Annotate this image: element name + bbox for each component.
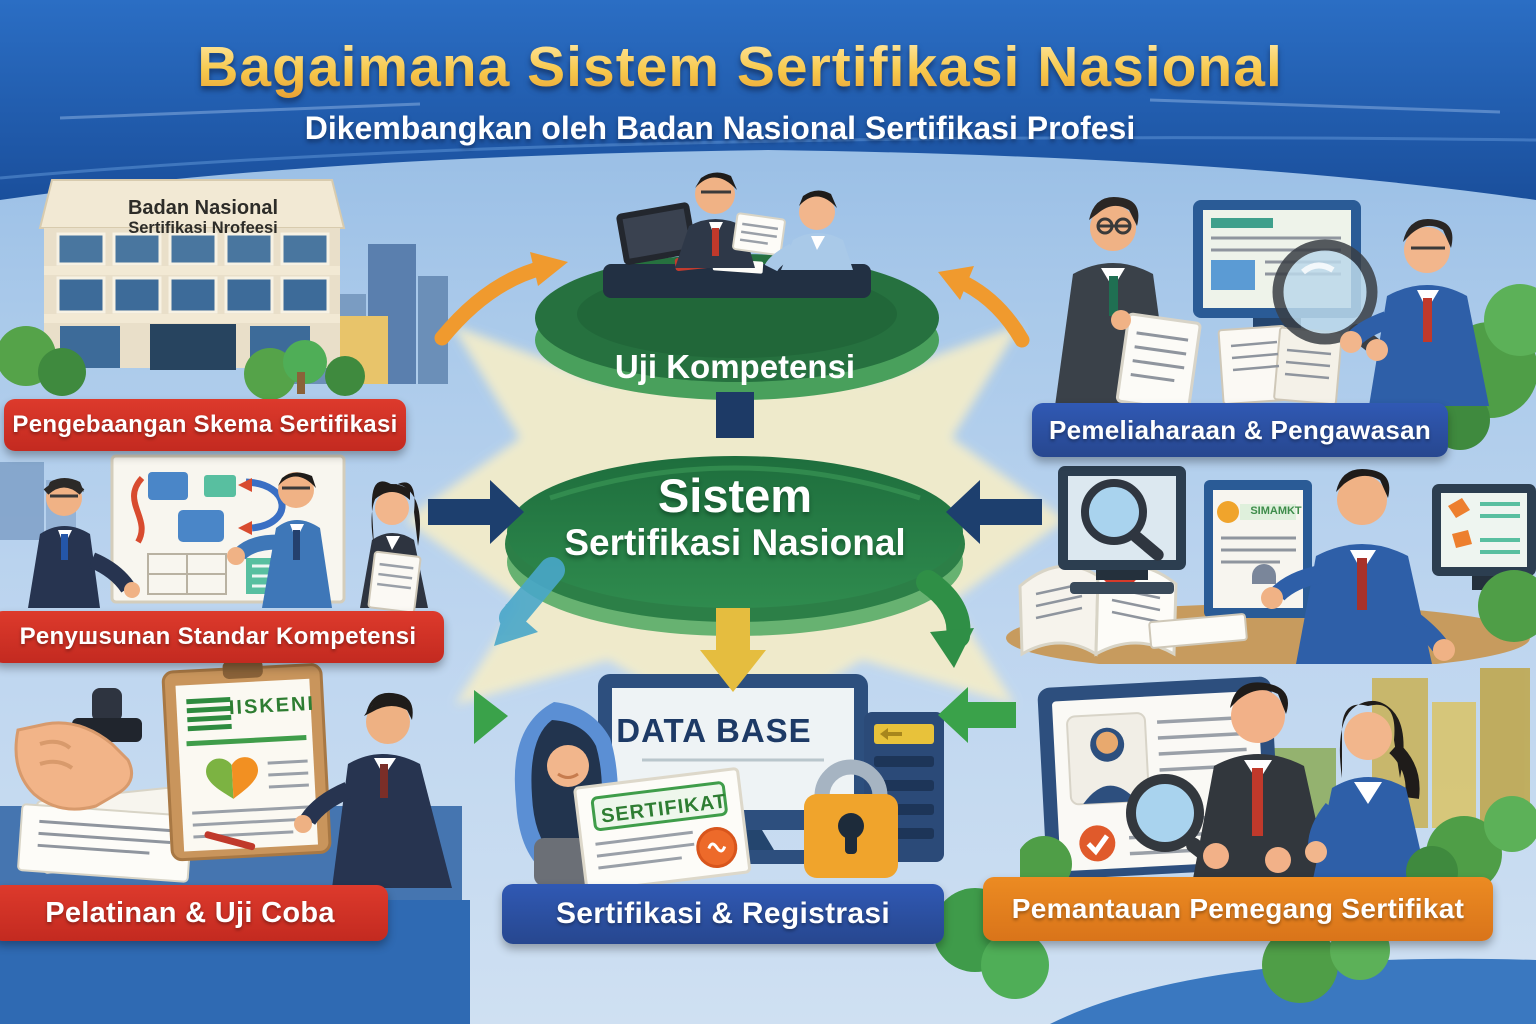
building-sign: Badan Nasional Sertifikasi Nrofeesi bbox=[88, 197, 318, 237]
candidate-person bbox=[764, 190, 853, 272]
banner-pemantauan-pemegang: Pemantauan Pemegang Sertifikat bbox=[983, 877, 1493, 941]
whiteboard-meeting-scene bbox=[0, 450, 445, 612]
screen-magnifier-monitor-icon bbox=[1058, 466, 1186, 594]
presenter-left-person bbox=[28, 478, 140, 608]
monitoring-desk-scene bbox=[1000, 456, 1536, 664]
tree bbox=[1478, 570, 1536, 642]
padlock-icon bbox=[804, 759, 898, 878]
bush bbox=[981, 931, 1049, 999]
monitor-doc-label: SIMAMKT bbox=[1250, 505, 1302, 517]
building-sign-line1: Badan Nasional bbox=[127, 197, 279, 219]
iskeni-clipboard-icon bbox=[161, 660, 332, 862]
bush bbox=[1406, 846, 1458, 884]
ellipse-top bbox=[507, 456, 963, 608]
building-sign-line2: Sertifikasi Nrofeesi bbox=[128, 218, 278, 237]
holder-man-person bbox=[1126, 682, 1330, 884]
database-label: DATA BASE bbox=[616, 712, 812, 749]
dashboard-monitor-icon bbox=[1432, 484, 1536, 590]
poster-subtitle: Dikembangkan oleh Badan Nasional Sertifi… bbox=[304, 110, 1136, 146]
auditor-right-person bbox=[1340, 218, 1489, 406]
skyline-building bbox=[0, 462, 44, 540]
poster-title: Bagaimana Sistem Sertifikasi Nasional bbox=[0, 34, 1480, 100]
banner-pemeliharaan-pengawasan: Pemeliaharaan & Pengawasan bbox=[1032, 403, 1448, 457]
skyline-building bbox=[418, 276, 448, 384]
presenter-center-person bbox=[227, 472, 332, 608]
stamp-hand-icon bbox=[14, 688, 142, 811]
banner-pelatihan-uji-coba: Pelatinan & Uji Coba bbox=[0, 885, 388, 941]
uji-kompetensi-label: Uji Kompetensi bbox=[614, 348, 856, 385]
exam-desk-icon bbox=[603, 202, 871, 298]
bnsp-building-scene bbox=[0, 166, 450, 404]
connector-top bbox=[716, 392, 754, 438]
bnsp-building-icon bbox=[38, 179, 346, 370]
examiner-person bbox=[675, 172, 786, 268]
header-band bbox=[0, 0, 1536, 200]
stacked-documents-icon bbox=[1217, 324, 1343, 406]
banner-penyusunan-standar: Penyшsunan Standar Kompetensi bbox=[0, 611, 444, 663]
auditor-left-person bbox=[1055, 196, 1202, 406]
center-system-ellipse bbox=[500, 420, 970, 645]
tree bbox=[1484, 284, 1536, 356]
system-title-line2: Sertifikasi Nasional bbox=[564, 522, 906, 563]
signer-man-person bbox=[294, 692, 452, 888]
surveillance-scene bbox=[1025, 170, 1510, 406]
observer-woman-person bbox=[360, 481, 428, 612]
stamping-scene bbox=[0, 660, 458, 888]
bush bbox=[1262, 927, 1338, 1003]
system-title-line1: Sistem bbox=[657, 469, 813, 522]
certificate-icon bbox=[573, 767, 752, 886]
uji-kompetensi-scene bbox=[525, 164, 955, 406]
banner-pengembangan-skema: Pengebaangan Skema Sertifikasi bbox=[4, 399, 406, 451]
certificate-holder-scene bbox=[1020, 658, 1536, 884]
holder-woman-person bbox=[1305, 700, 1428, 884]
trees bbox=[0, 326, 365, 400]
banner-sertifikasi-registrasi: Sertifikasi & Registrasi bbox=[502, 884, 944, 944]
bush bbox=[1484, 796, 1536, 852]
bush bbox=[1020, 836, 1072, 884]
database-scene bbox=[492, 668, 954, 886]
papers-icon bbox=[1148, 613, 1248, 649]
held-document-icon bbox=[1204, 480, 1312, 618]
monitoring-man-person bbox=[1261, 468, 1455, 664]
